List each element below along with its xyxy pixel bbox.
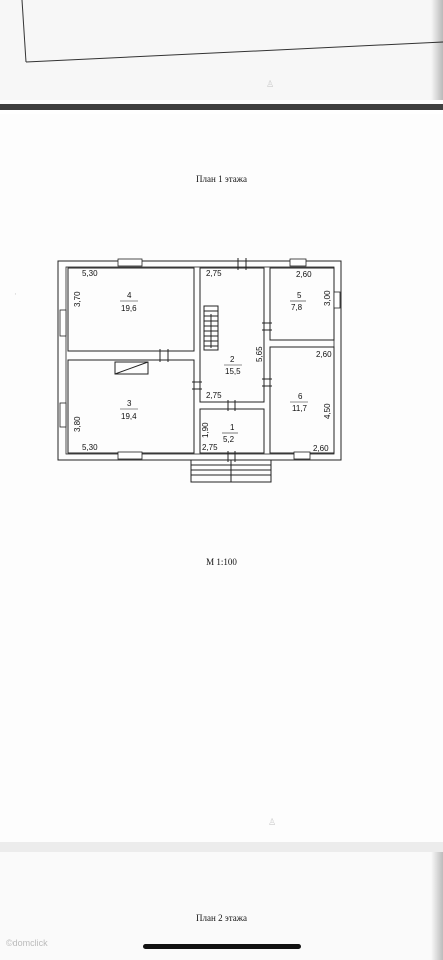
dim-r1-side: 1,90 xyxy=(201,422,210,438)
page-separator xyxy=(0,100,443,114)
room-4-outline xyxy=(67,267,195,352)
dim-r4-top: 5,30 xyxy=(82,269,98,278)
previous-page-frame xyxy=(21,0,443,63)
stove xyxy=(114,361,149,375)
room-6-number: 6 xyxy=(298,392,303,401)
plan-title: План 1 этажа xyxy=(196,174,247,184)
floor-plan-sheet: План 1 этажа xyxy=(0,114,443,842)
room-5-number: 5 xyxy=(297,291,302,300)
room-1-area: 5,2 xyxy=(223,435,235,444)
room-2-outline xyxy=(199,267,265,403)
room-2-number: 2 xyxy=(230,355,235,364)
dim-r6-side: 4,50 xyxy=(323,403,332,419)
dim-r1-bottom: 2,75 xyxy=(202,443,218,452)
room-3-area: 19,4 xyxy=(121,412,137,421)
dim-hall-side: 5,65 xyxy=(255,346,264,362)
page-shadow xyxy=(431,852,443,960)
room-1-outline xyxy=(199,408,265,454)
home-indicator[interactable] xyxy=(143,944,301,949)
plan-2-title: План 2 этажа xyxy=(196,913,247,923)
room-4-number: 4 xyxy=(127,291,132,300)
dim-hall-lower: 2,75 xyxy=(206,391,222,400)
page-shadow xyxy=(431,0,443,100)
room-3-number: 3 xyxy=(127,399,132,408)
window xyxy=(293,451,311,460)
room-6-area: 11,7 xyxy=(292,404,308,413)
dim-hall-top: 2,75 xyxy=(206,269,222,278)
dim-r5-top: 2,60 xyxy=(296,270,312,279)
dim-r3-bottom: 5,30 xyxy=(82,443,98,452)
dim-r4-left: 3,70 xyxy=(73,291,82,307)
page-mark-icon: ♙ xyxy=(268,818,277,828)
page-separator xyxy=(0,842,443,852)
plan-scale: М 1:100 xyxy=(206,557,237,567)
watermark-logo: ©domclick xyxy=(6,938,48,948)
room-5-area: 7,8 xyxy=(291,303,303,312)
window xyxy=(59,402,67,428)
room-4-area: 19,6 xyxy=(121,304,137,313)
window xyxy=(289,258,307,267)
dim-r3-left: 3,80 xyxy=(73,416,82,432)
previous-page-sheet: ♙ xyxy=(0,0,443,100)
dim-r5-side: 3,00 xyxy=(323,290,332,306)
page-mark-icon: · xyxy=(14,290,17,300)
floor-plan-drawing: 4 19,6 3 19,4 2 15,5 1 5,2 5 7,8 6 11,7 … xyxy=(57,258,342,483)
next-page-sheet: План 2 этажа xyxy=(0,852,443,960)
room-1-number: 1 xyxy=(230,423,235,432)
window xyxy=(333,291,341,309)
window xyxy=(117,451,143,460)
dim-r6-top: 2,60 xyxy=(316,350,332,359)
stairs xyxy=(203,305,219,351)
window xyxy=(117,258,143,267)
window xyxy=(59,309,67,337)
page-mark-icon: ♙ xyxy=(266,80,275,90)
dim-r6-bottom: 2,60 xyxy=(313,444,329,453)
room-2-area: 15,5 xyxy=(225,367,241,376)
